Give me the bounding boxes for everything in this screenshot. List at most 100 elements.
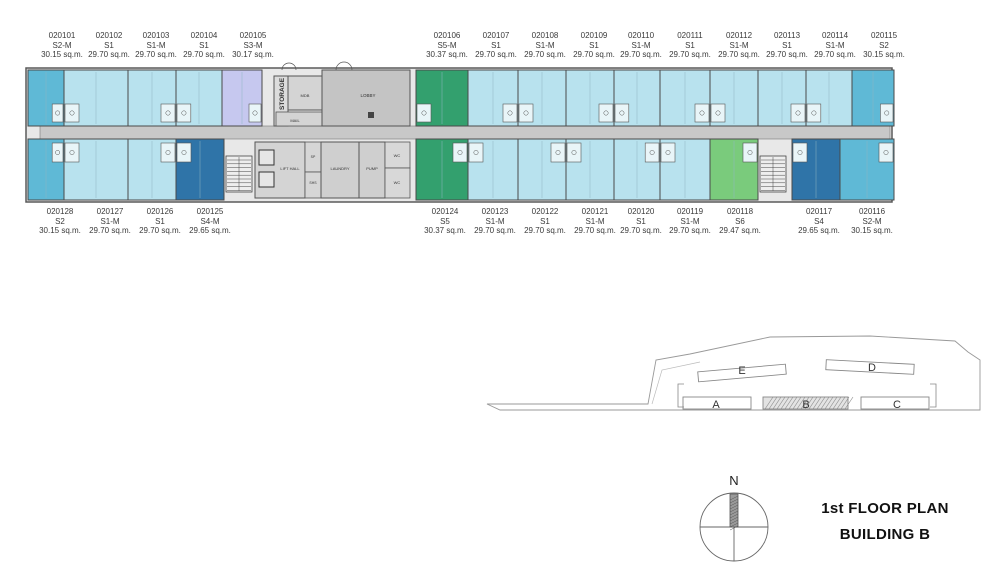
unit-020127 (63, 138, 129, 201)
unit-020125 (175, 138, 225, 201)
building-a-footprint (682, 396, 752, 410)
unit-020115 (851, 69, 895, 127)
north-compass-icon: N (699, 473, 769, 562)
plan-subtitle: BUILDING B (839, 526, 931, 543)
site-boundary (486, 335, 981, 411)
unit-code: 020111 (677, 31, 703, 40)
unit-type: S1 (491, 40, 501, 50)
unit-type: S2-M (52, 40, 72, 50)
unit-code: 020122 (531, 207, 559, 216)
unit-type: S1 (589, 40, 599, 50)
unit-area: 29.70 sq.m. (718, 50, 760, 59)
unit-area: 29.65 sq.m. (189, 226, 231, 235)
unit-type: S1 (199, 40, 209, 50)
building-c-footprint (860, 396, 930, 410)
wc-label-1: WC (394, 153, 401, 158)
unit-type: S1-M (485, 216, 505, 226)
unit-code: 020107 (482, 31, 510, 40)
unit-type: S1-M (729, 40, 749, 50)
unit-area: 30.17 sq.m. (232, 50, 274, 59)
unit-020122 (517, 138, 567, 201)
stair-left (225, 155, 253, 193)
unit-code: 020124 (431, 207, 459, 216)
unit-020104 (175, 69, 223, 127)
unit-020114 (805, 69, 853, 127)
unit-code: 020117 (805, 207, 833, 216)
lobby-label: LOBBY (360, 93, 375, 98)
building-e-label: E (738, 365, 745, 377)
unit-code: 020102 (95, 31, 123, 40)
unit-area: 29.70 sq.m. (524, 50, 566, 59)
unit-type: S1-M (100, 216, 120, 226)
unit-020109 (565, 69, 615, 127)
unit-020111 (659, 69, 711, 127)
site-bracket-right (930, 383, 937, 408)
small-room-label-2: SHS (309, 181, 317, 185)
site-inner-line (651, 361, 701, 405)
compass-north-label: N (729, 473, 738, 488)
lobby-column (368, 112, 374, 118)
unit-type: S1 (636, 216, 646, 226)
unit-code: 020110 (627, 31, 655, 40)
unit-type: S3-M (243, 40, 263, 50)
unit-type: S5 (440, 216, 450, 226)
building-d-footprint (825, 359, 915, 375)
unit-020118 (709, 138, 759, 201)
unit-area: 29.70 sq.m. (620, 50, 662, 59)
unit-020106 (415, 69, 469, 127)
pump-label: PUMP (366, 166, 378, 171)
unit-code: 020106 (433, 31, 461, 40)
building-e-footprint (697, 363, 787, 383)
unit-code: 020121 (581, 207, 609, 216)
unit-code: 020128 (46, 207, 74, 216)
unit-area: 29.70 sq.m. (669, 50, 711, 59)
unit-type: S1 (685, 40, 695, 50)
unit-020110 (613, 69, 661, 127)
unit-type: S5-M (437, 40, 457, 50)
entrance-doors (281, 61, 353, 71)
unit-area: 29.70 sq.m. (574, 226, 616, 235)
lift-2 (258, 171, 275, 188)
unit-type: S1 (782, 40, 792, 50)
unit-code: 020101 (48, 31, 76, 40)
mdb-room (287, 75, 323, 111)
unit-type: S1-M (825, 40, 845, 50)
small-room-2 (304, 171, 322, 199)
unit-020120 (613, 138, 661, 201)
unit-020117 (791, 138, 841, 201)
unit-area: 30.15 sq.m. (41, 50, 83, 59)
unit-code: 020127 (96, 207, 124, 216)
unit-code: 020104 (190, 31, 218, 40)
building-d-label: D (868, 362, 876, 374)
unit-type: S1 (104, 40, 114, 50)
mail-label: MAIL (290, 118, 300, 123)
laundry-label: LAUNDRY (330, 166, 349, 171)
unit-type: S6 (735, 216, 745, 226)
unit-020103 (127, 69, 177, 127)
unit-area: 29.70 sq.m. (814, 50, 856, 59)
unit-type: S1-M (146, 40, 166, 50)
stair-right (759, 155, 787, 193)
unit-code: 020125 (196, 207, 224, 216)
unit-020102 (63, 69, 129, 127)
unit-type: S4-M (200, 216, 220, 226)
unit-type: S1-M (585, 216, 605, 226)
lift-1 (258, 149, 275, 166)
unit-area: 29.70 sq.m. (139, 226, 181, 235)
unit-code: 020123 (481, 207, 509, 216)
